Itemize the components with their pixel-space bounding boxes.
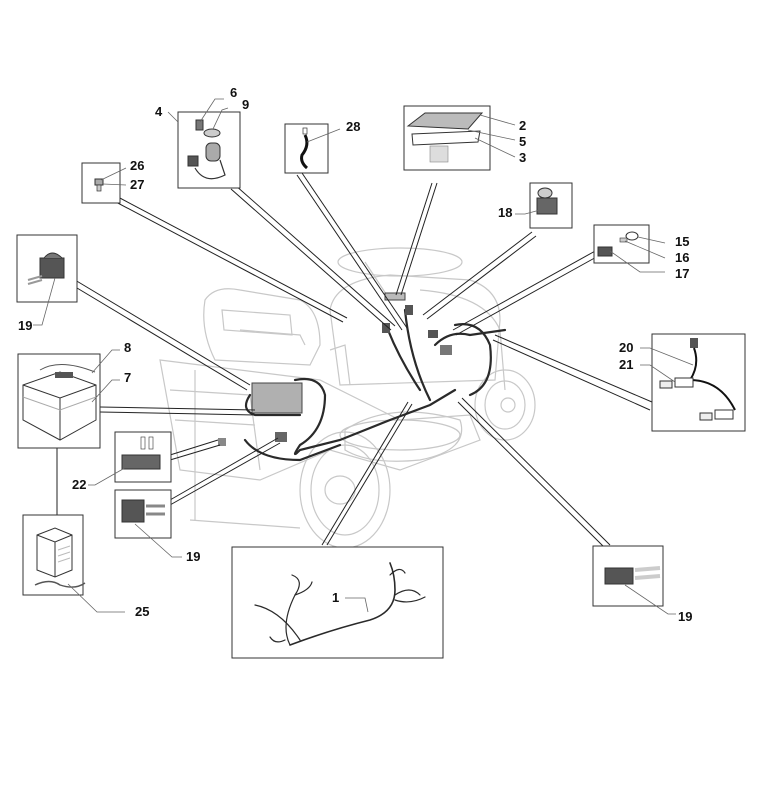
label-28: 28	[346, 119, 360, 134]
cable-lead-box[interactable]: 28	[284, 119, 360, 174]
pto-switch-box[interactable]: 18	[498, 182, 573, 229]
switch-icon	[536, 197, 558, 215]
socket-icon	[674, 377, 694, 388]
relay-icon	[121, 454, 161, 470]
label-6: 6	[230, 85, 237, 100]
fuse-box-box[interactable]: 2 5 3	[403, 105, 526, 171]
label-26: 26	[130, 158, 144, 173]
nut-icon	[203, 128, 221, 138]
fuse-holder-icon	[411, 130, 481, 146]
installed-battery	[251, 382, 303, 414]
label-22: 22	[72, 477, 86, 492]
label-5: 5	[519, 134, 526, 149]
connector-lines	[56, 172, 653, 550]
label-9: 9	[242, 97, 249, 112]
switch-icon	[39, 257, 65, 279]
installed-harness	[218, 292, 507, 462]
switch-body-icon	[205, 142, 221, 162]
safety-switch-box-c[interactable]: 19	[592, 545, 692, 624]
label-19-a: 19	[18, 318, 32, 333]
label-16: 16	[675, 250, 689, 265]
lens-icon	[625, 231, 639, 241]
label-17: 17	[675, 266, 689, 281]
label-4: 4	[155, 104, 163, 119]
label-7: 7	[124, 370, 131, 385]
battery-box[interactable]: 8 7	[17, 340, 131, 449]
switch-icon	[121, 499, 145, 523]
indicator-box[interactable]: 15 16 17	[593, 224, 689, 281]
headlight-box[interactable]: 20 21	[619, 333, 746, 432]
charger-box[interactable]: 25	[22, 514, 149, 619]
bulb-icon	[619, 237, 628, 243]
label-1: 1	[332, 590, 339, 605]
label-19-c: 19	[678, 609, 692, 624]
cable-icon	[39, 364, 96, 373]
cable-icon	[300, 134, 309, 170]
ignition-switch-box[interactable]: 4 6 9	[155, 85, 249, 189]
label-2: 2	[519, 118, 526, 133]
cover-icon	[406, 112, 484, 130]
connector-icon	[187, 155, 199, 167]
label-25: 25	[135, 604, 149, 619]
safety-switch-box-a[interactable]: 19	[16, 234, 78, 333]
label-19-b: 19	[186, 549, 200, 564]
relay-box[interactable]: 22	[72, 431, 172, 492]
label-21: 21	[619, 357, 633, 372]
label-20: 20	[619, 340, 633, 355]
label-15: 15	[675, 234, 689, 249]
switch-icon	[604, 567, 634, 585]
screw-box[interactable]: 26 27	[81, 158, 144, 204]
bulb-icon	[659, 380, 673, 389]
label-18: 18	[498, 205, 512, 220]
label-3: 3	[519, 150, 526, 165]
safety-switch-box-b[interactable]: 19	[114, 489, 200, 564]
harness-box[interactable]: 1	[231, 546, 444, 659]
label-27: 27	[130, 177, 144, 192]
harness-icon	[289, 562, 396, 646]
holder-icon	[597, 246, 613, 257]
label-8: 8	[124, 340, 131, 355]
key-icon	[195, 119, 204, 131]
